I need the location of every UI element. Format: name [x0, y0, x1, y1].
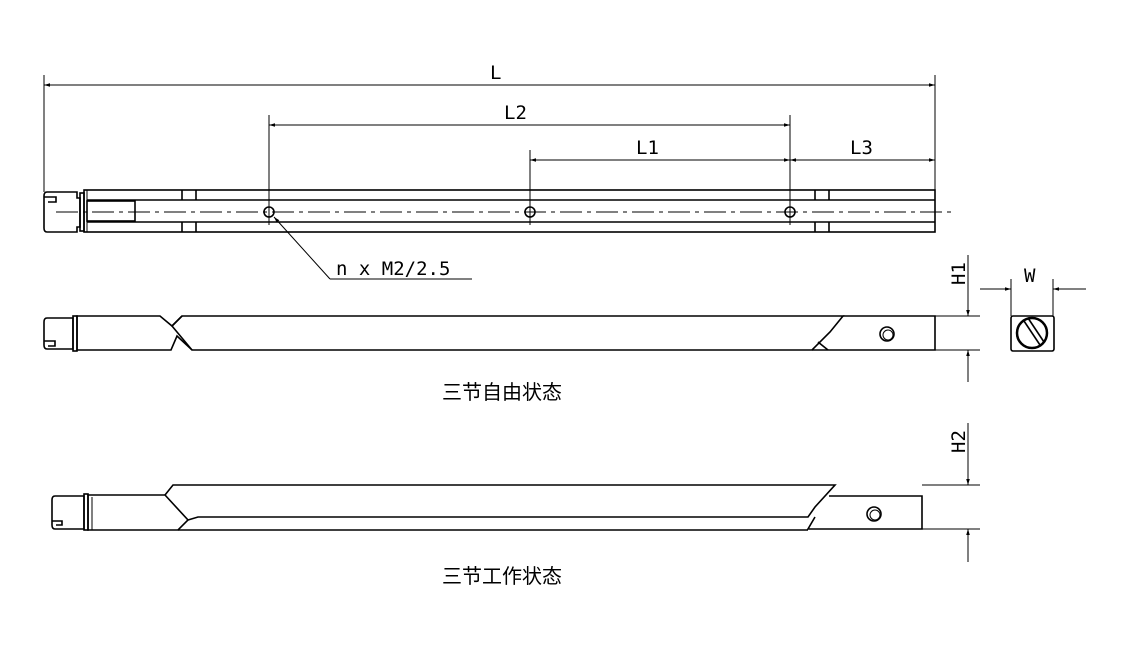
- dimension-H2: H2: [922, 423, 980, 562]
- working-state-bar: [51, 484, 923, 531]
- free-state-bar: [43, 315, 936, 352]
- dimension-label-L: L: [490, 62, 501, 84]
- dimension-L: L: [43, 62, 936, 192]
- dimension-L2: L2: [268, 102, 791, 225]
- caption-free-state: 三节自由状态: [442, 380, 562, 404]
- mounting-hole: [263, 206, 275, 218]
- thread-callout: n x M2/2.5: [273, 216, 472, 280]
- dimension-label-W: W: [1024, 265, 1036, 287]
- mounting-hole: [524, 206, 536, 218]
- dimension-label-L3: L3: [850, 137, 873, 159]
- top-view-bar: [43, 189, 955, 233]
- dimension-H1: H1: [935, 255, 980, 382]
- mounting-hole: [784, 206, 796, 218]
- dimension-label-L1: L1: [636, 137, 659, 159]
- caption-working-state: 三节工作状态: [442, 564, 562, 588]
- dimension-label-L2: L2: [504, 102, 527, 124]
- thread-callout-text: n x M2/2.5: [336, 258, 450, 280]
- end-view: W: [980, 265, 1086, 352]
- dimension-label-H2: H2: [948, 430, 970, 453]
- dimension-label-H1: H1: [948, 262, 970, 285]
- dimension-L3: L3: [790, 137, 935, 162]
